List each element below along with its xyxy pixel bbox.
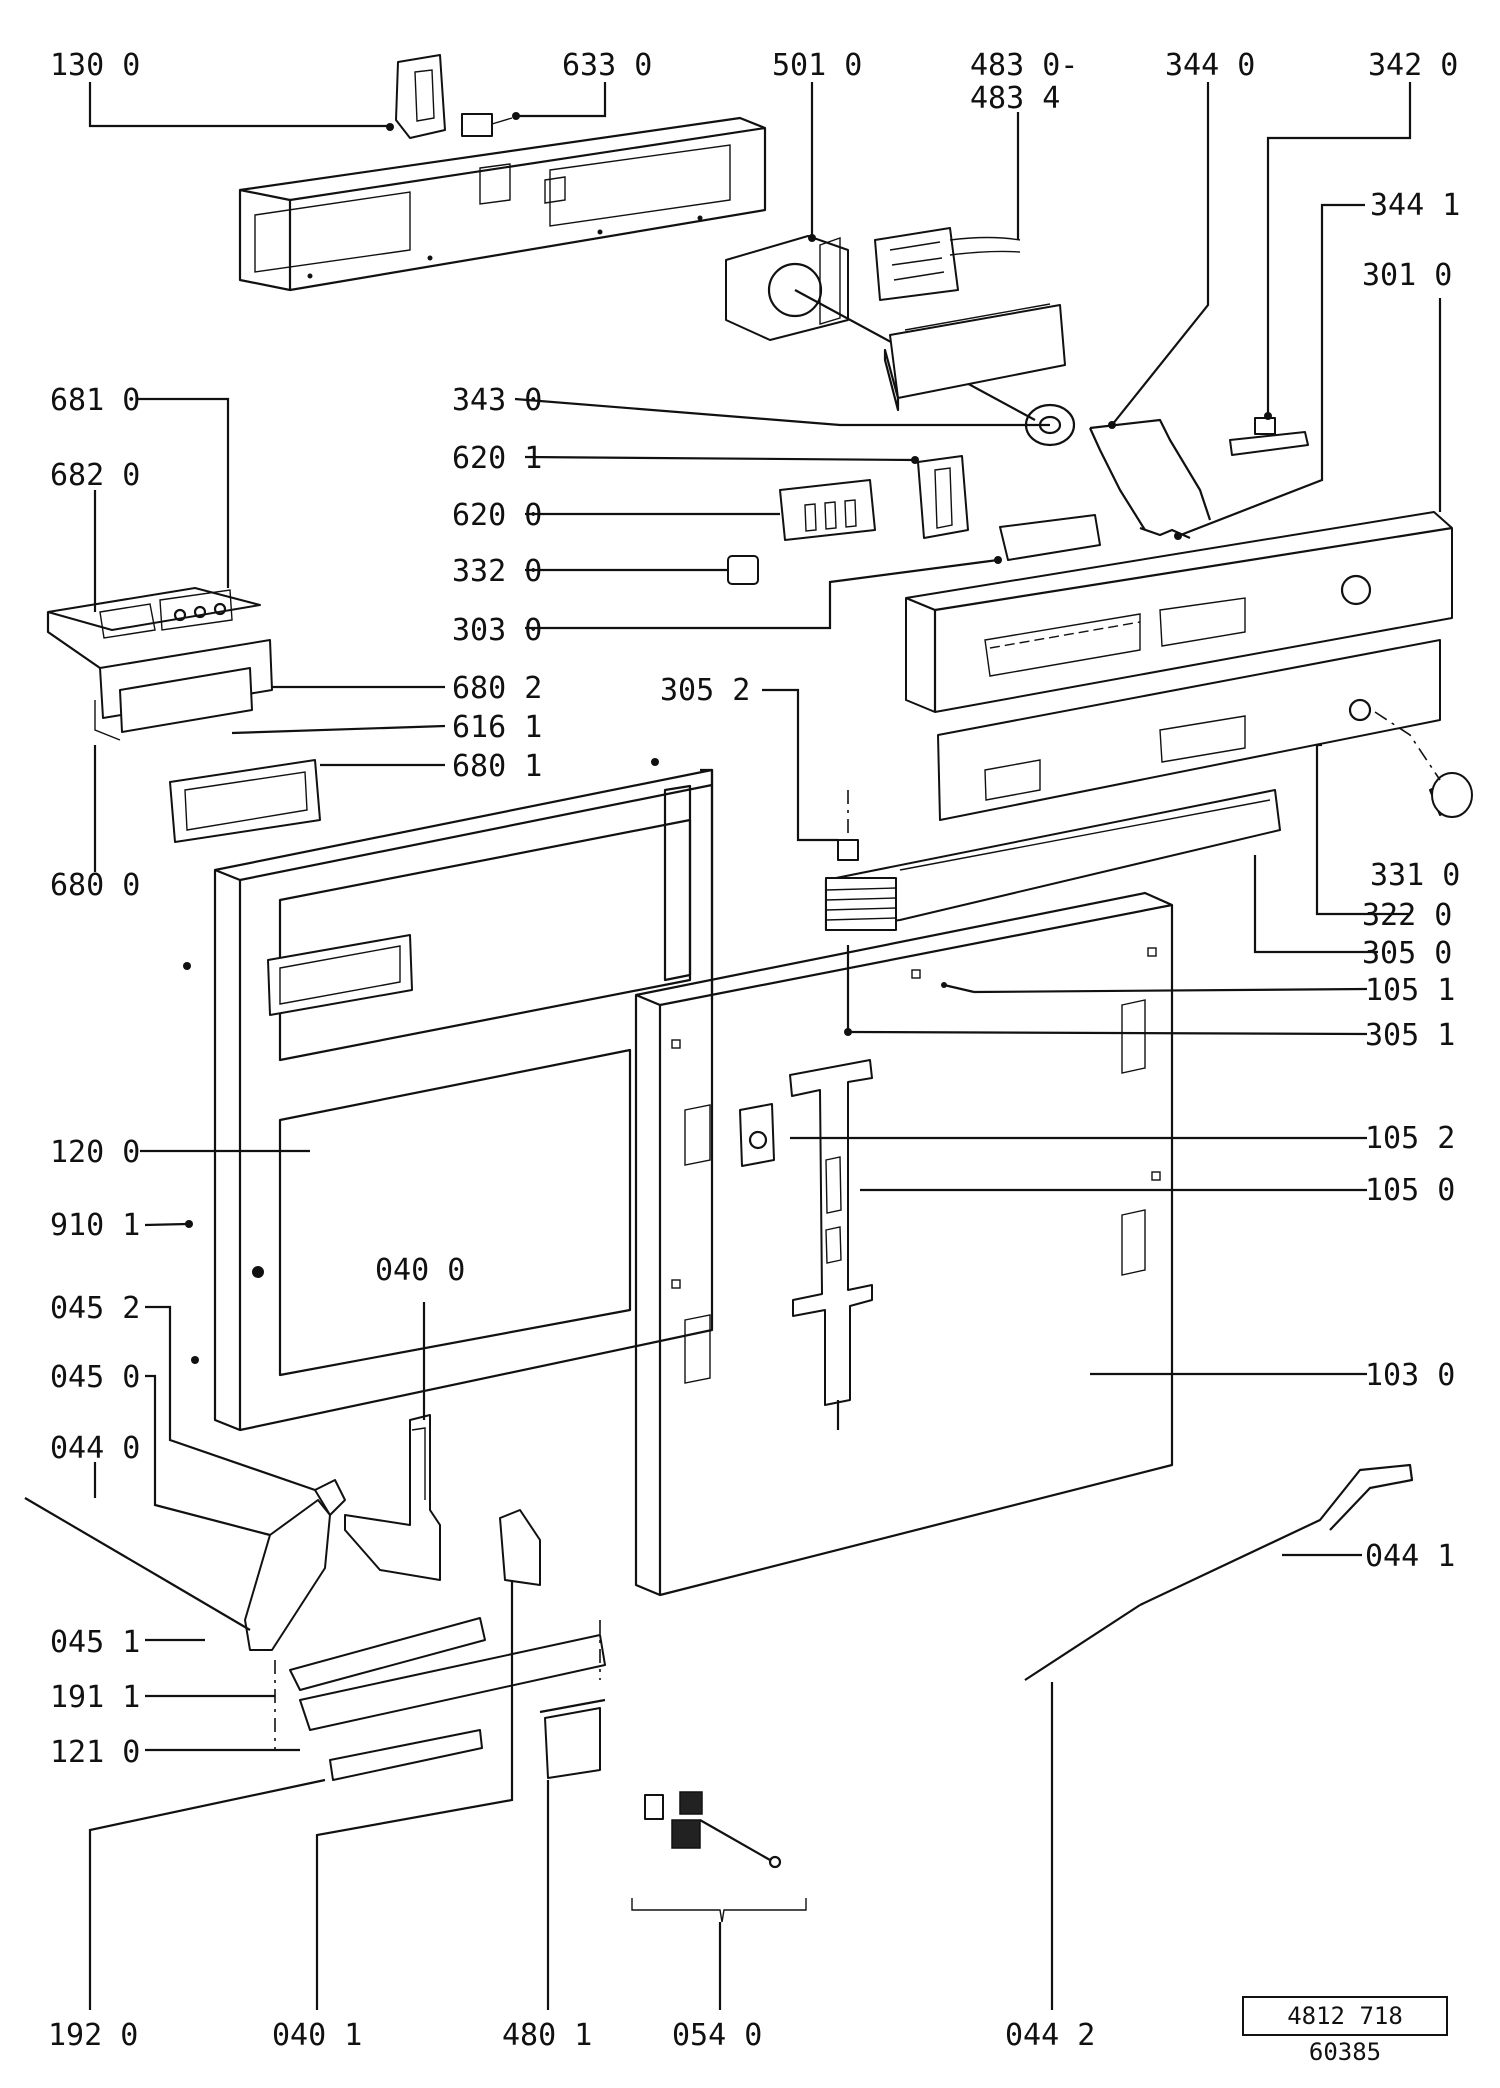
- control-panel-support-rail: [238, 116, 767, 292]
- part-label: 616 1: [452, 710, 542, 745]
- button-holder: [994, 514, 1101, 564]
- trim-clip: [539, 1698, 606, 1779]
- part-label: 322 0: [1362, 898, 1452, 933]
- part-label: 480 1: [502, 2018, 592, 2053]
- part-label: 303 0: [452, 613, 542, 648]
- part-label: 331 0: [1370, 858, 1460, 893]
- switch-block: [911, 455, 969, 539]
- part-label: 680 1: [452, 749, 542, 784]
- door-pin: [941, 982, 975, 994]
- control-panel-fascia: [905, 511, 1453, 713]
- front-panel-strip: [937, 639, 1441, 821]
- wiring-connector: [874, 227, 1021, 301]
- rotary-knob: [1374, 711, 1473, 818]
- part-label: 121 0: [50, 1735, 140, 1770]
- part-label: 680 0: [50, 868, 140, 903]
- door-latch: [739, 1103, 775, 1167]
- part-label: 344 0: [1165, 48, 1255, 83]
- part-label: 501 0: [772, 48, 862, 83]
- part-label: 191 1: [50, 1680, 140, 1715]
- part-label: 342 0: [1368, 48, 1458, 83]
- part-label: 105 1: [1365, 973, 1455, 1008]
- part-label: 680 2: [452, 671, 542, 706]
- part-label: 343 0: [452, 383, 542, 418]
- display-module: [46, 587, 273, 741]
- part-label: 332 0: [452, 554, 542, 589]
- part-label: 105 0: [1365, 1173, 1455, 1208]
- part-label: 305 1: [1365, 1018, 1455, 1053]
- part-label: 044 0: [50, 1431, 140, 1466]
- part-label: 192 0: [48, 2018, 138, 2053]
- part-label: 682 0: [50, 458, 140, 493]
- drawing-number: 4812 718 60385: [1242, 1996, 1448, 2066]
- part-label: 054 0: [672, 2018, 762, 2053]
- part-label: 103 0: [1365, 1358, 1455, 1393]
- part-label: 120 0: [50, 1135, 140, 1170]
- door-lock-plate: [789, 1059, 873, 1430]
- lower-trim-strip: [274, 1617, 606, 1781]
- door-handle-bar: [824, 789, 1281, 931]
- hinge-spring-right: [1024, 1463, 1414, 1681]
- part-label: 045 2: [50, 1291, 140, 1326]
- screws: [183, 758, 659, 1364]
- door-inner-frame: [213, 768, 714, 1432]
- display-gasket: [169, 759, 321, 843]
- door-clip: [837, 790, 859, 861]
- part-label: 620 0: [452, 498, 542, 533]
- fitting-kit: [631, 1791, 807, 1923]
- part-label: 301 0: [1362, 258, 1452, 293]
- micro-switch: [461, 112, 520, 137]
- part-label: 620 1: [452, 441, 542, 476]
- door-screw: [844, 945, 852, 1036]
- hinge-spring-left: [24, 1497, 251, 1631]
- part-label: 344 1: [1370, 188, 1460, 223]
- part-labels: 130 0 633 0 501 0 483 0- 483 4 344 0 342…: [48, 48, 1460, 2053]
- part-label: 633 0: [562, 48, 652, 83]
- bracket-part: [386, 54, 446, 139]
- part-label: 044 2: [1005, 2018, 1095, 2053]
- part-label: 305 0: [1362, 936, 1452, 971]
- hinge-bracket: [344, 1414, 441, 1581]
- part-label: 044 1: [1365, 1539, 1455, 1574]
- part-label: 483 0-: [970, 48, 1078, 83]
- part-label: 040 0: [375, 1253, 465, 1288]
- leader-lines: [88, 82, 1442, 2010]
- part-label: 910 1: [50, 1208, 140, 1243]
- part-label: 130 0: [50, 48, 140, 83]
- selector-lever: [1088, 418, 1212, 531]
- part-label: 045 0: [50, 1360, 140, 1395]
- hinge-plate: [499, 1509, 541, 1586]
- part-label: 483 4: [970, 81, 1060, 116]
- hinge-arm: [244, 1479, 346, 1651]
- part-label: 681 0: [50, 383, 140, 418]
- part-label: 045 1: [50, 1625, 140, 1660]
- outer-door-panel: [634, 891, 1174, 1597]
- small-knob: [727, 555, 759, 585]
- part-label: 305 2: [660, 673, 750, 708]
- relay-block: [779, 479, 876, 541]
- part-label: 105 2: [1365, 1121, 1455, 1156]
- pushbutton-part: [1229, 412, 1309, 456]
- part-label: 040 1: [272, 2018, 362, 2053]
- timer-bracket: [883, 303, 1066, 412]
